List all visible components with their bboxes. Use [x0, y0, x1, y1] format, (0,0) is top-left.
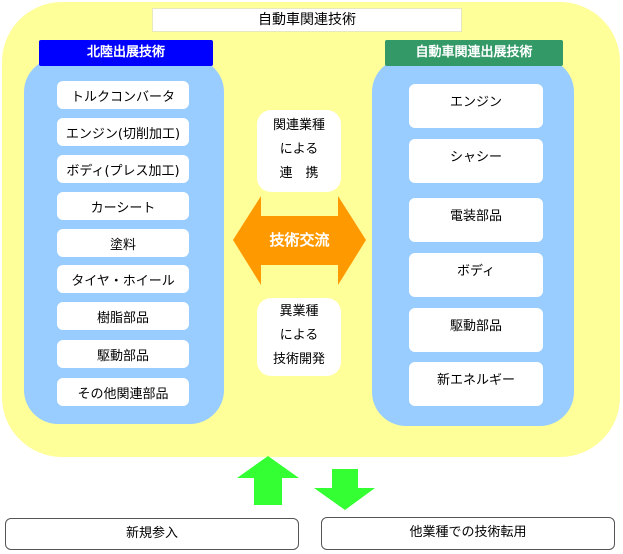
right-item-label: エンジン: [449, 95, 502, 110]
right-panel-header: 自動車関連出展技術: [385, 40, 563, 66]
left-item: タイヤ・ホイール: [57, 265, 189, 293]
down-arrow-icon: [314, 469, 375, 510]
development-line: 技術開発: [272, 352, 325, 367]
left-item: 塗料: [57, 229, 189, 257]
cooperation-line: 連 携: [279, 166, 319, 181]
diagram-title: 自動車関連技術: [152, 8, 462, 32]
right-item: シャシー: [409, 139, 543, 183]
cooperation-line: 関連業種: [272, 118, 325, 133]
right-item-label: 電装部品: [449, 209, 502, 224]
new-entry-box: 新規参入: [5, 518, 299, 550]
left-item: カーシート: [57, 192, 189, 220]
exchange-label: 技術交流: [269, 231, 330, 249]
cooperation-box: 関連業種 による 連 携: [257, 110, 341, 192]
up-arrow-icon: [237, 456, 299, 505]
double-arrow-icon: [233, 196, 366, 285]
right-item-label: 新エネルギー: [436, 373, 515, 388]
left-item: その他関連部品: [57, 378, 189, 406]
right-item: ボディ: [409, 253, 543, 297]
left-panel-header: 北陸出展技術: [39, 40, 213, 66]
cooperation-line: による: [279, 142, 319, 157]
left-item: ボディ(プレス加工): [57, 155, 189, 183]
right-item: エンジン: [409, 84, 543, 128]
left-item: トルクコンバータ: [57, 81, 189, 109]
left-item: 樹脂部品: [57, 302, 189, 330]
development-line: 異業種: [279, 304, 319, 319]
right-item-label: シャシー: [449, 150, 502, 165]
right-item-label: 駆動部品: [449, 319, 502, 334]
development-line: による: [279, 328, 319, 343]
right-item-label: ボディ: [456, 264, 496, 279]
left-item: エンジン(切削加工): [57, 118, 189, 146]
right-item: 電装部品: [409, 198, 543, 242]
left-item: 駆動部品: [57, 340, 189, 368]
right-item: 駆動部品: [409, 308, 543, 352]
development-box: 異業種 による 技術開発: [257, 298, 341, 376]
right-item: 新エネルギー: [409, 362, 543, 406]
tech-transfer-box: 他業種での技術転用: [321, 517, 615, 550]
